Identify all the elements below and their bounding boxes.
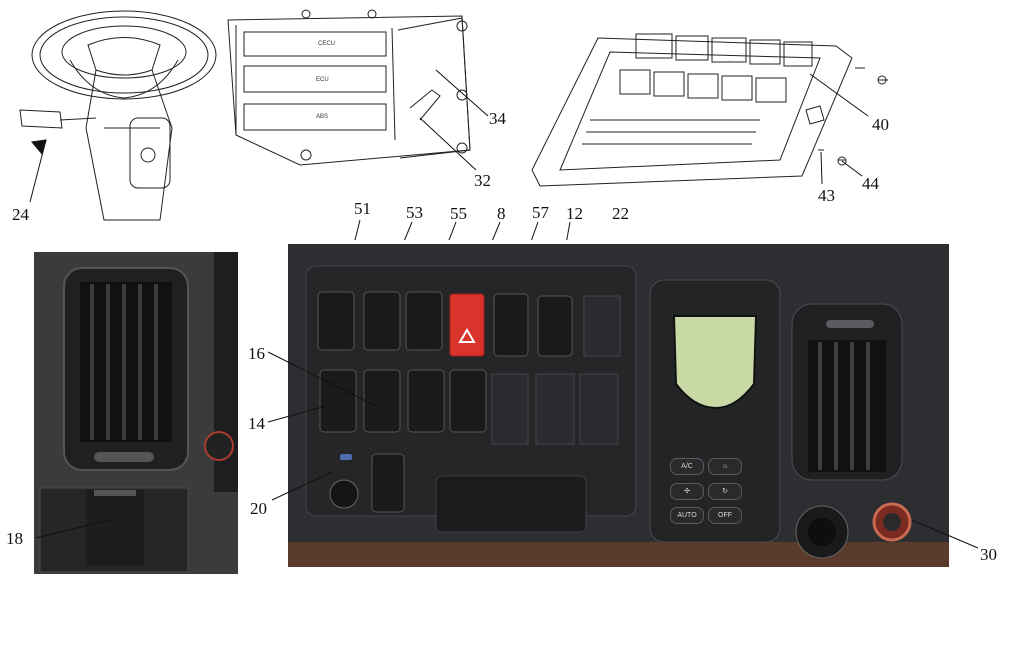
leader-lines-top [29,69,869,203]
callout-20: 20 [250,499,267,518]
callout-30: 30 [980,545,997,564]
ecu-label-top: CECU [318,41,336,47]
callout-24: 24 [12,205,29,224]
fan-button[interactable]: ✣ [670,483,704,500]
callout-18: 18 [6,529,23,548]
callout-22: 22 [612,204,629,223]
dashboard-photo: A/C AUTO OFF ⌂ ✣ ↻ [288,244,949,567]
callout-12: 12 [566,204,583,223]
callout-57: 57 [532,203,549,222]
ac-button[interactable]: A/C [670,458,704,475]
callout-16: 16 [248,344,265,363]
callout-51: 51 [354,199,371,218]
ecu-label-bot: ABS [316,114,329,120]
callout-8: 8 [497,204,506,223]
left-vent-photo [34,252,238,574]
off-button[interactable]: OFF [708,507,742,524]
callout-34: 34 [489,109,506,128]
ecu-label-mid: ECU [316,77,329,83]
fuse-board-drawing [531,33,888,187]
callout-53: 53 [406,203,423,222]
steering-wheel-drawing [19,10,217,221]
technical-drawings [19,9,888,240]
callout-55: 55 [450,204,467,223]
callout-40: 40 [872,115,889,134]
callout-44: 44 [862,174,879,193]
switch-row-top [317,291,621,357]
callout-32: 32 [474,171,491,190]
callout-43: 43 [818,186,835,205]
callout-14: 14 [248,414,265,433]
ecu-box-drawing [227,9,471,166]
auto-button[interactable]: AUTO [670,507,704,524]
leader-lines-dashboard [354,219,571,240]
defrost-button[interactable]: ⌂ [708,458,742,475]
recirc-button[interactable]: ↻ [708,483,742,500]
